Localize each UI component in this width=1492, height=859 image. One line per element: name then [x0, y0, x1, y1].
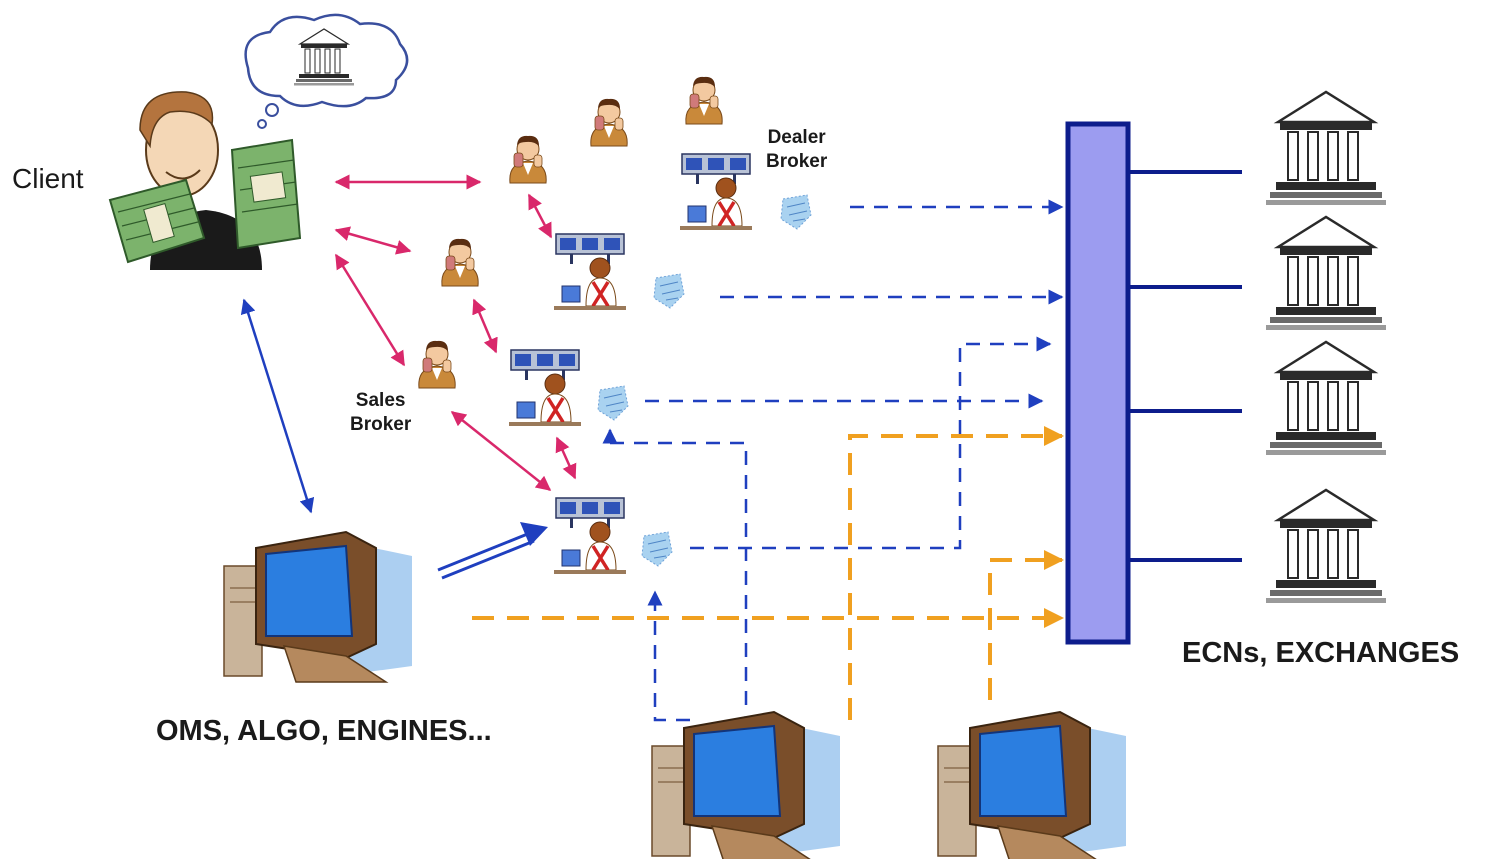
dealer-broker-desk-icon	[678, 152, 754, 232]
sales-broker-icon-5	[418, 340, 456, 389]
oms-to-trader-arrow	[437, 522, 548, 580]
sales-trader-link-2	[472, 298, 498, 354]
client-oms-link	[240, 298, 315, 514]
trader-desk-icon-1	[552, 232, 628, 312]
oms-algo-engines-label: OMS, ALGO, ENGINES...	[156, 715, 492, 747]
ecns-exchanges-label: ECNs, EXCHANGES	[1182, 637, 1460, 669]
sales-broker-icon-2	[590, 98, 628, 147]
sales-trader-link-3	[450, 411, 552, 491]
dealer-label-line1: Dealer	[767, 127, 826, 148]
sales-broker-icon-1	[685, 76, 723, 125]
voice-links	[334, 174, 577, 491]
exchange-bank-icon-1	[1264, 90, 1388, 207]
client-label: Client	[12, 163, 84, 194]
trader-trader-link	[555, 436, 577, 480]
direct-access-routes	[472, 426, 1064, 720]
phone-signal-icon-3	[597, 385, 629, 421]
phone-signal-icon-1	[780, 194, 812, 230]
sales-label-line1: Sales	[355, 390, 406, 411]
client-sales-link-2	[334, 226, 412, 255]
bottom-pc1-direct-route	[848, 426, 1064, 720]
client-with-money-icon	[108, 13, 409, 270]
bottom-computer-icon-2	[937, 711, 1127, 859]
dealer-label-line2: Broker	[766, 151, 828, 172]
trader-route-3	[690, 336, 1052, 550]
sales-broker-icon-3	[509, 135, 547, 184]
phone-signal-icon-2	[653, 273, 685, 309]
sales-broker-icon-4	[441, 238, 479, 287]
money-stack-right	[230, 138, 302, 250]
bottom-pc1-to-trader-route	[602, 428, 748, 705]
trader-desk-icon-2	[507, 348, 583, 428]
bottom-computer-icon-1	[651, 711, 841, 859]
exchange-bank-icon-3	[1264, 340, 1388, 457]
oms-computer-icon	[223, 531, 413, 683]
bottom-pc1-to-trader3-route	[647, 590, 690, 722]
sales-label-line2: Broker	[350, 414, 412, 435]
electronic-routes	[602, 199, 1064, 722]
trader-desk-icon-3	[552, 496, 628, 576]
exchange-bank-icon-2	[1264, 215, 1388, 332]
dealer-broker-label: Dealer Broker	[766, 126, 827, 174]
bottom-pc2-direct-route	[988, 550, 1064, 700]
client-sales-link-3	[334, 253, 406, 367]
ecn-bus-bar	[1065, 121, 1131, 645]
sales-trader-link-1	[527, 193, 553, 239]
phone-signal-icon-4	[641, 531, 673, 567]
sales-broker-label: Sales Broker	[350, 389, 411, 437]
exchange-bank-icon-4	[1264, 488, 1388, 605]
money-stack-left	[108, 178, 206, 264]
